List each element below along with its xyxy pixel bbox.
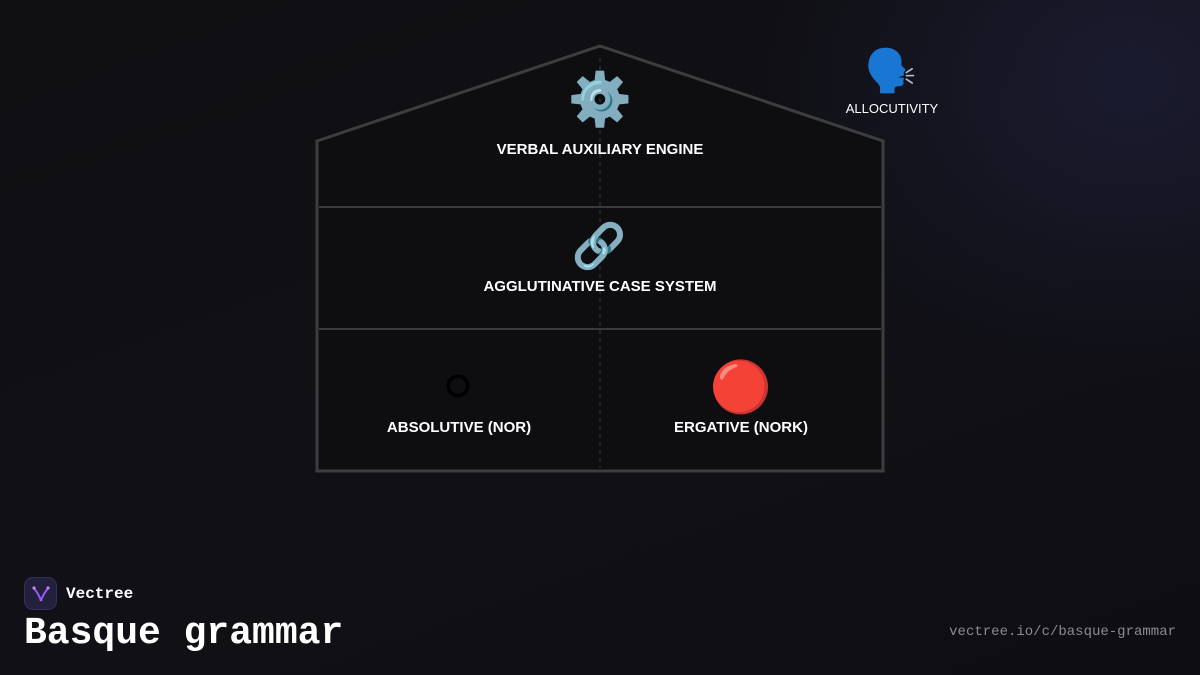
red-circle-icon: 🔴 (709, 358, 773, 416)
vectree-logo-icon (24, 577, 57, 610)
page-url-link[interactable]: vectree.io/c/basque-grammar (949, 624, 1176, 640)
ergative-label: ERGATIVE (NORK) (674, 419, 808, 436)
page-title: Basque grammar (24, 612, 344, 655)
agglutinative-case-system-label: AGGLUTINATIVE CASE SYSTEM (483, 278, 717, 295)
verbal-auxiliary-engine-label: VERBAL AUXILIARY ENGINE (496, 141, 704, 158)
allocutivity-label: ALLOCUTIVITY (845, 101, 939, 116)
brand[interactable]: Vectree (24, 577, 133, 610)
absolutive-label: ABSOLUTIVE (NOR) (386, 419, 532, 436)
brand-name: Vectree (66, 584, 134, 603)
link-icon: 🔗 (571, 221, 627, 272)
speaking-head-icon: 🗣️ (864, 46, 918, 95)
vectree-logo-mark (31, 585, 50, 601)
white-circle-icon: ⚪ (437, 358, 479, 416)
gear-icon: ⚙️ (567, 70, 633, 130)
